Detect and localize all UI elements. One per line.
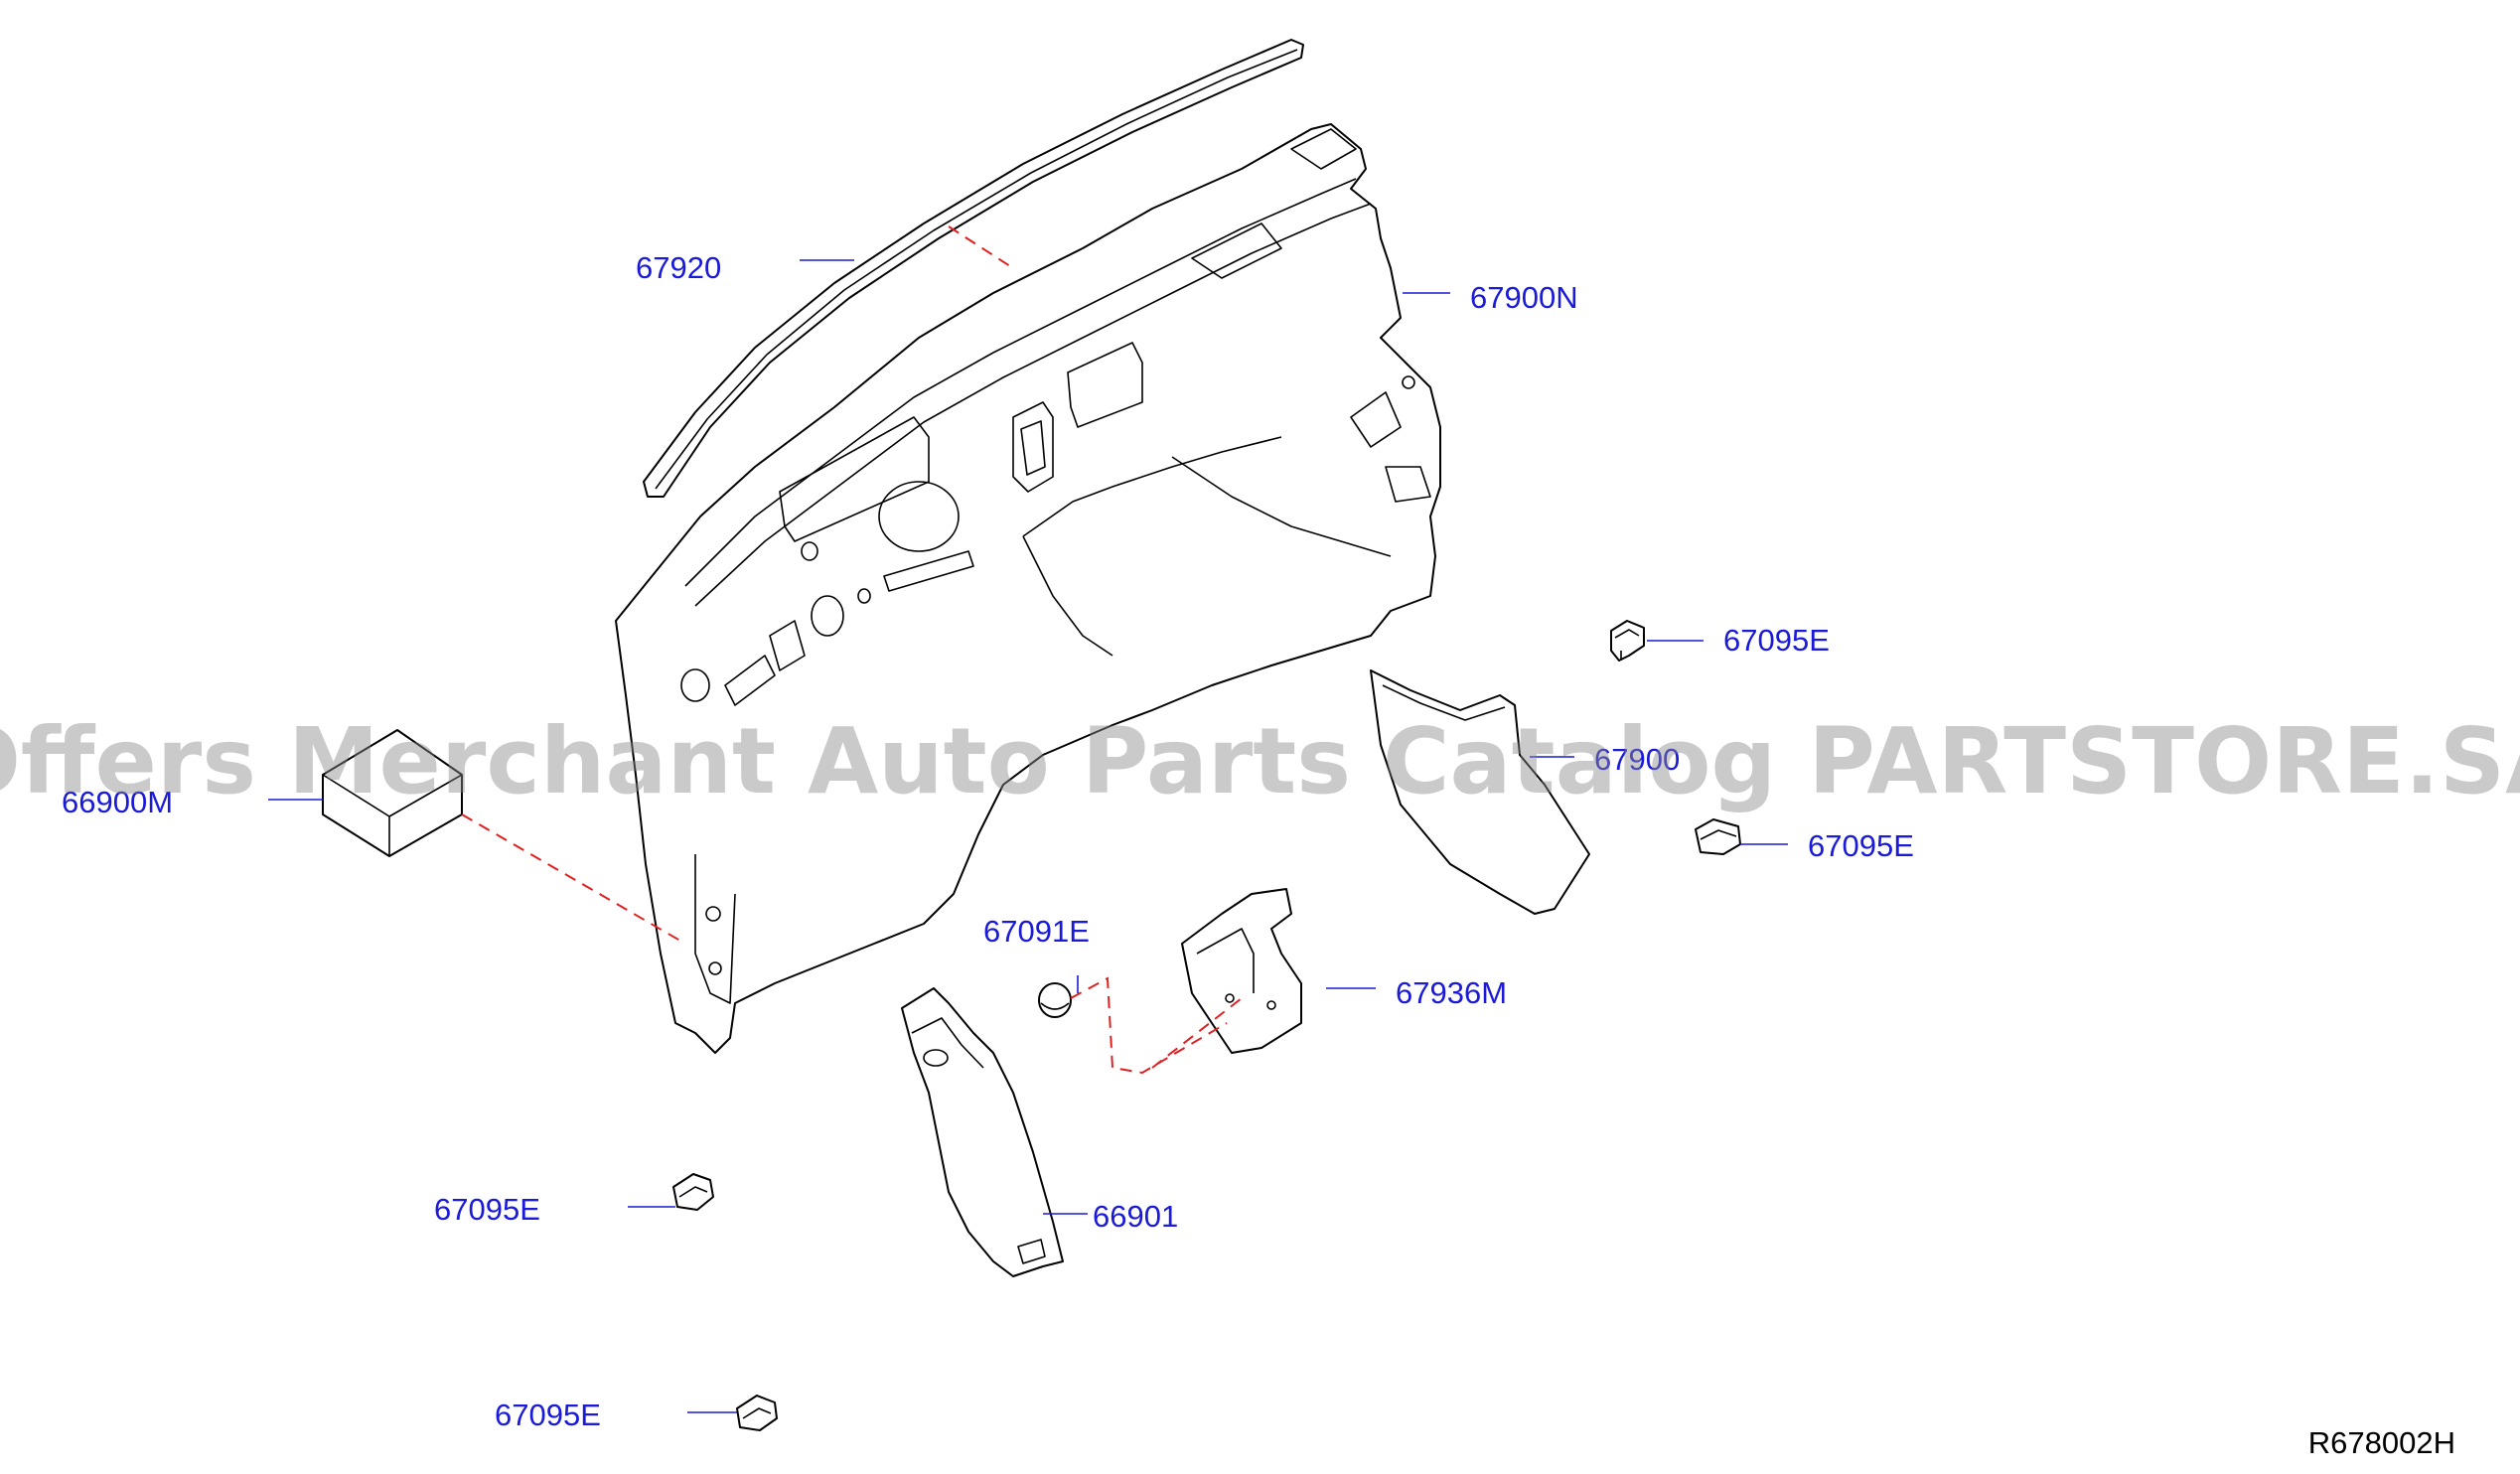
- label-67900N: 67900N: [1470, 280, 1578, 315]
- part-67095E-clip-b[interactable]: [1695, 818, 1741, 855]
- dash-66900M: [461, 813, 686, 945]
- label-67095E-b: 67095E: [1808, 828, 1914, 863]
- part-67091E-clip[interactable]: [1038, 982, 1072, 1018]
- label-67920: 67920: [636, 250, 721, 285]
- dash-67920: [948, 225, 1014, 269]
- assembly-lines: [461, 225, 1243, 1075]
- label-67900: 67900: [1594, 742, 1680, 777]
- diagram-reference-code: R678002H: [2308, 1425, 2455, 1460]
- part-67095E-clip-a[interactable]: [1610, 620, 1645, 662]
- label-67095E-d: 67095E: [495, 1398, 601, 1432]
- part-67900N-dash-insulator[interactable]: [615, 123, 1441, 1054]
- label-66900M: 66900M: [62, 785, 173, 819]
- label-67095E-a: 67095E: [1723, 623, 1830, 658]
- part-67900-side-trim[interactable]: [1370, 669, 1590, 915]
- leader-lines: [268, 259, 1788, 1413]
- part-67920-weatherstrip[interactable]: [643, 39, 1304, 498]
- dash-67091E: [1070, 976, 1228, 1075]
- watermark-text: Offers Merchant Auto Parts Catalog PARTS…: [0, 708, 2520, 814]
- part-67095E-clip-d[interactable]: [736, 1395, 778, 1431]
- label-67936M: 67936M: [1396, 975, 1507, 1010]
- label-67095E-c: 67095E: [434, 1192, 540, 1227]
- part-67936M-pad[interactable]: [1181, 888, 1302, 1054]
- label-66901: 66901: [1093, 1199, 1178, 1234]
- part-67095E-clip-c[interactable]: [672, 1173, 714, 1211]
- label-67091E: 67091E: [983, 914, 1090, 949]
- part-66901-trim[interactable]: [901, 987, 1064, 1277]
